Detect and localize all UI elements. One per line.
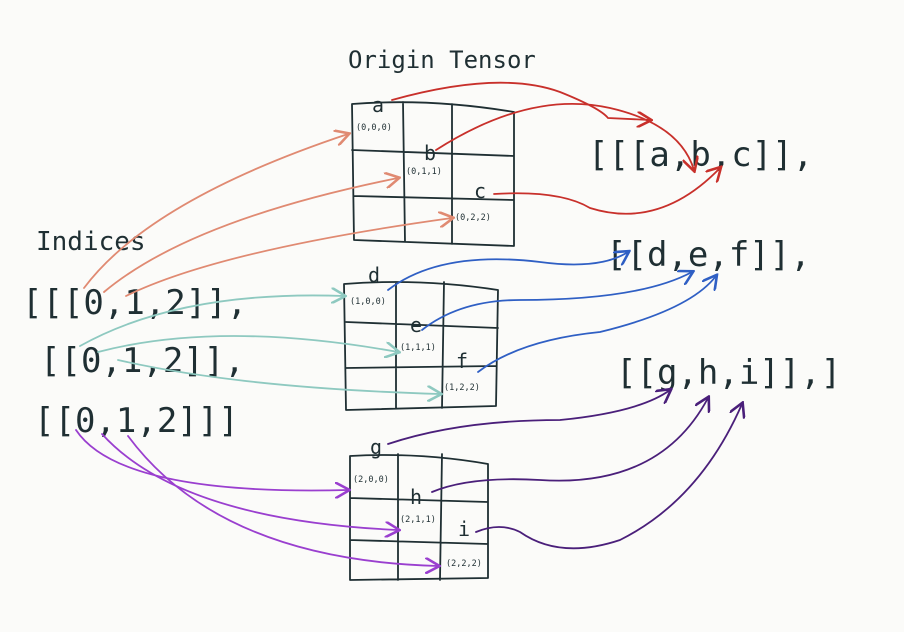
- cell-coord-e: (1,1,1): [400, 343, 436, 353]
- cell-letter-h: h: [410, 485, 422, 509]
- cell-letter-c: c: [474, 179, 486, 203]
- gather-out-arrow-i: [475, 404, 742, 550]
- indices-row-1: [[0,1,2]],: [40, 341, 245, 381]
- cell-coord-a: (0,0,0): [356, 123, 392, 133]
- gather-arrow-1-0: [79, 295, 344, 347]
- indices-row-2: [[0,1,2]]]: [34, 401, 239, 441]
- gather-out-arrow-d: [387, 252, 628, 291]
- output-row-0: [[[a,b,c]],: [588, 135, 813, 175]
- cell-coord-h: (2,1,1): [400, 515, 436, 525]
- gather-out-arrow-c: [493, 168, 720, 215]
- cell-coord-f: (1,2,2): [444, 383, 480, 393]
- output-row-1: [[d,e,f]],: [606, 235, 811, 275]
- cell-letter-g: g: [370, 435, 382, 459]
- cell-letter-b: b: [424, 141, 436, 165]
- gather-arrow-0-2: [125, 218, 452, 297]
- cell-letter-e: e: [410, 313, 422, 337]
- tensor-block-2: [349, 453, 489, 581]
- gather-out-arrow-f: [477, 276, 716, 373]
- gather-out-arrow-b: [435, 102, 694, 170]
- cell-coord-i: (2,2,2): [446, 559, 482, 569]
- gather-out-arrow-g: [387, 390, 670, 445]
- gather-arrow-2-1: [101, 433, 398, 530]
- indices-label: Indices: [36, 227, 146, 257]
- tensor-block-0: [351, 101, 515, 247]
- output-row-2: [[g,h,i]],]: [616, 353, 841, 393]
- gather-out-arrow-e: [421, 272, 692, 331]
- gather-arrow-2-2: [127, 435, 438, 566]
- gather-arrow-1-2: [117, 359, 440, 394]
- gather-arrow-0-1: [103, 178, 398, 293]
- cell-coord-g: (2,0,0): [353, 475, 389, 485]
- cell-coord-c: (0,2,2): [455, 213, 491, 223]
- cell-letter-f: f: [456, 349, 468, 373]
- gather-arrow-1-1: [97, 335, 398, 352]
- diagram-title: Origin Tensor: [348, 46, 536, 74]
- gather-out-arrow-h: [431, 398, 708, 493]
- gather-arrow-0-0: [83, 134, 348, 289]
- cell-coord-b: (0,1,1): [406, 167, 442, 177]
- cell-letter-d: d: [368, 263, 380, 287]
- cell-letter-i: i: [458, 517, 470, 541]
- cell-letter-a: a: [372, 93, 384, 117]
- gather-out-arrow-a: [391, 81, 650, 120]
- cell-coord-d: (1,0,0): [350, 297, 386, 307]
